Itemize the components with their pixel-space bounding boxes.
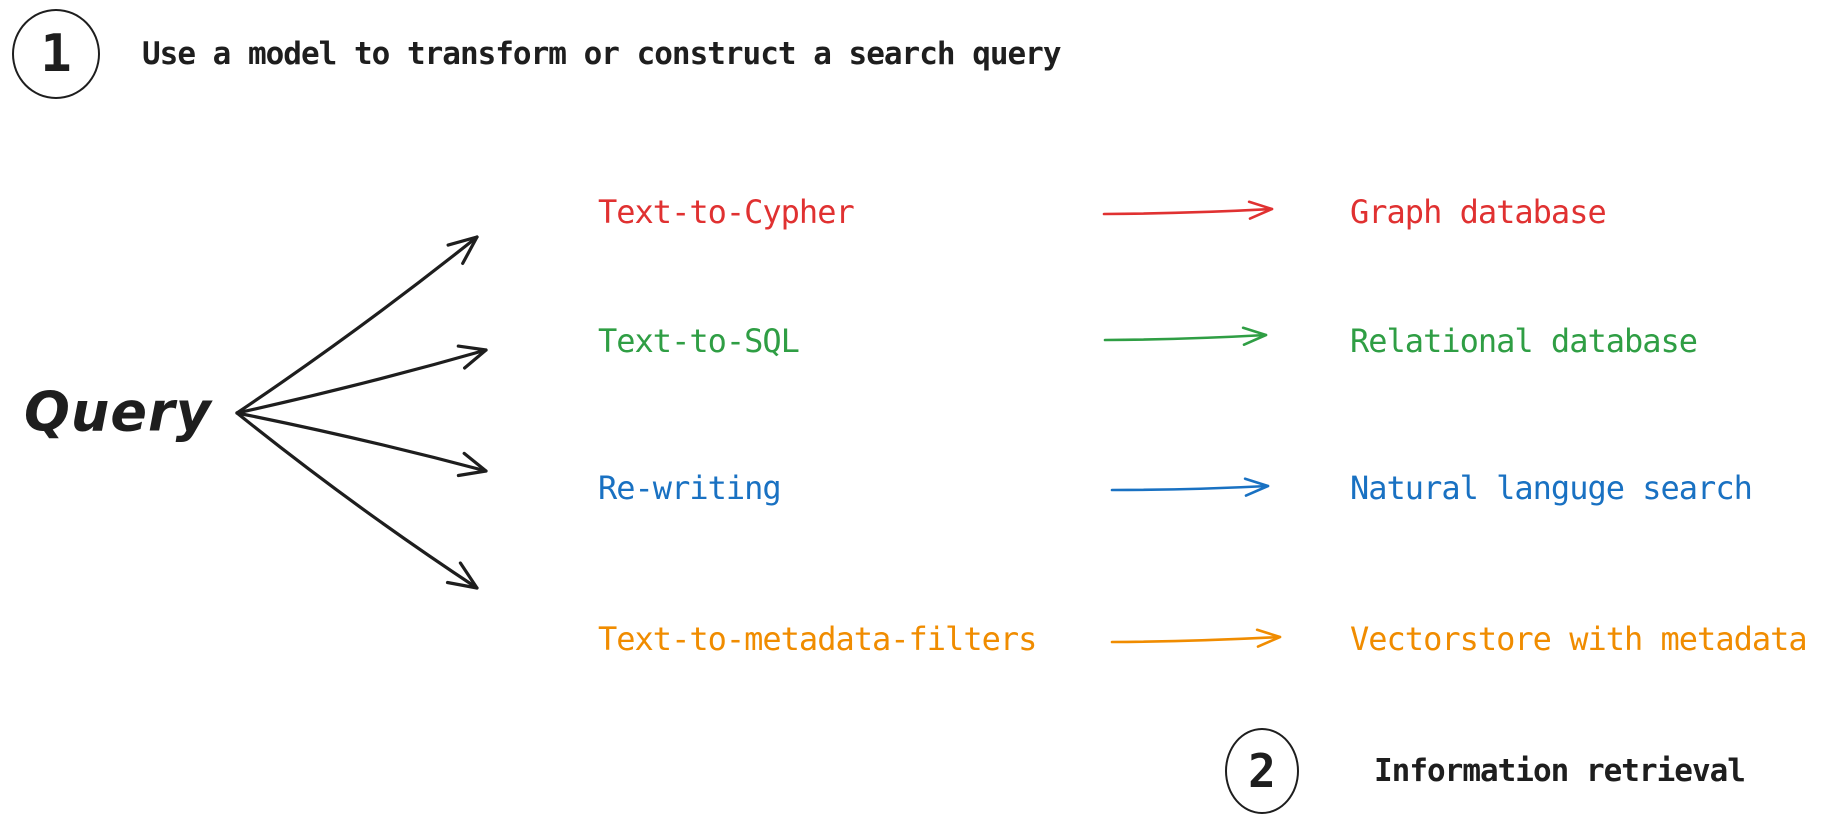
method-label-text-to-sql: Text-to-SQL: [598, 322, 800, 360]
arrow-metadata-to-vectorstore: [1110, 628, 1282, 648]
step-1-circle: 1: [12, 9, 100, 99]
arrow-cypher-to-graph-db: [1102, 200, 1274, 220]
step-2-title: Information retrieval: [1374, 753, 1746, 789]
step-2-circle: 2: [1225, 728, 1299, 814]
fan-arrow-to-sql: [235, 344, 488, 415]
query-label: Query: [24, 380, 212, 444]
method-label-text-to-metadata-filters: Text-to-metadata-filters: [598, 620, 1037, 658]
step-2-number: 2: [1248, 744, 1276, 798]
fan-arrow-to-metadata-filters: [235, 411, 479, 590]
target-label-vectorstore-with-metadata: Vectorstore with metadata: [1350, 620, 1808, 658]
target-label-graph-database: Graph database: [1350, 193, 1607, 231]
arrow-sql-to-relational-db: [1103, 326, 1268, 346]
step-1-title: Use a model to transform or construct a …: [142, 36, 1062, 72]
target-label-relational-database: Relational database: [1350, 322, 1698, 360]
fan-arrow-to-cypher: [235, 235, 479, 415]
method-label-text-to-cypher: Text-to-Cypher: [598, 193, 855, 231]
arrow-rewriting-to-nl-search: [1110, 477, 1270, 497]
step-1-number: 1: [40, 24, 72, 84]
fan-arrow-to-rewriting: [235, 411, 488, 478]
method-label-re-writing: Re-writing: [598, 469, 782, 507]
target-label-natural-language-search: Natural languge search: [1350, 469, 1753, 507]
